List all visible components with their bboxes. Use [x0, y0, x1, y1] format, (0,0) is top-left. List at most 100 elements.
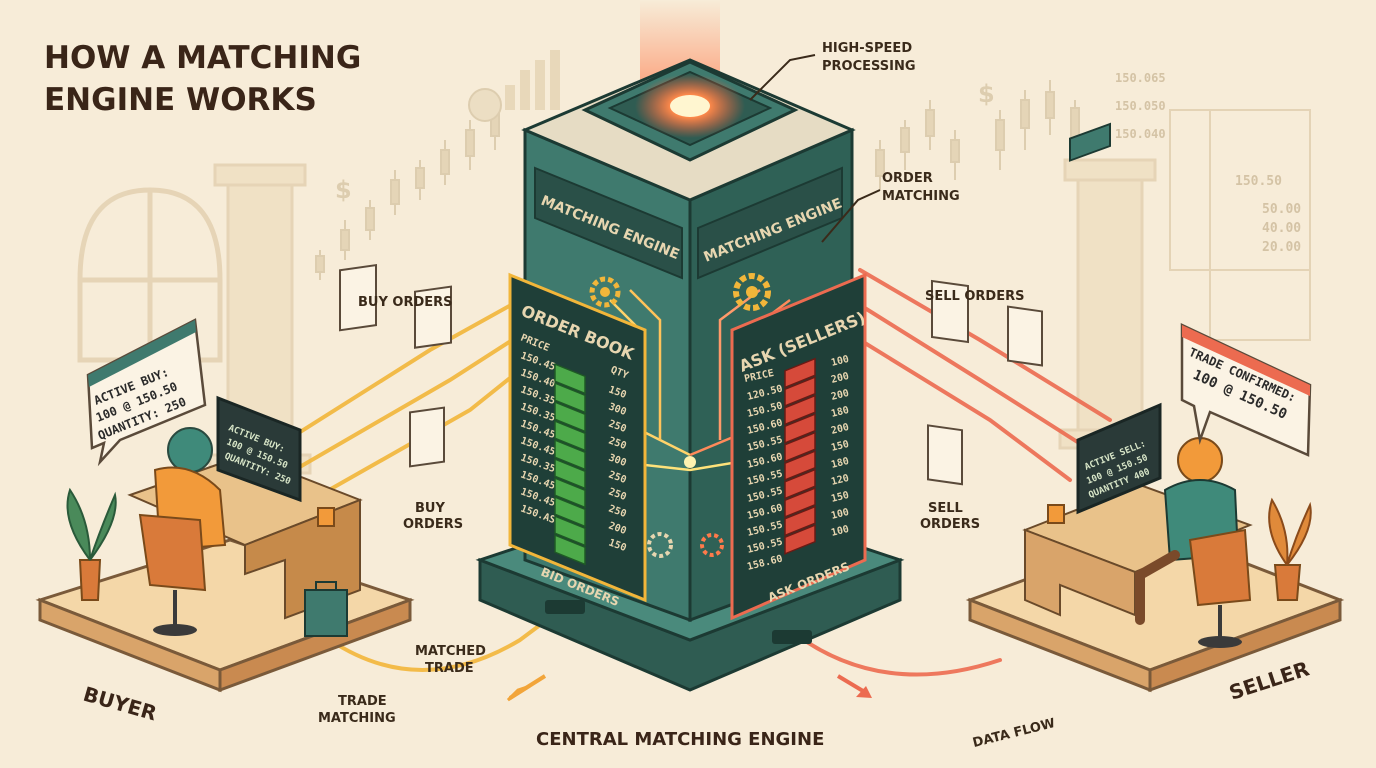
bid-volume-block	[554, 363, 586, 395]
sell-flow-lines	[788, 268, 1112, 677]
buyer-speech-bubble: ACTIVE BUY: 100 @ 150.50 QUANTITY: 250	[86, 318, 207, 467]
ask-qty: 200	[830, 422, 850, 437]
seller-small-plant	[1047, 504, 1065, 524]
buyer-chair	[138, 513, 207, 592]
svg-text:40.00: 40.00	[1262, 221, 1301, 236]
gear-icon	[647, 532, 673, 558]
bg-price-list: 150.065 150.050 150.040	[1115, 71, 1166, 141]
ask-qty: 180	[830, 456, 850, 471]
ask-panel: ASK (SELLERS) PRICE 120.50150.50150.6015…	[730, 272, 868, 621]
ask-volume-block	[784, 431, 816, 463]
base-vent-2	[772, 630, 812, 644]
ask-price-list: 120.50150.50150.60150.55150.60150.55150.…	[746, 383, 784, 572]
bg-candlestick-charts	[315, 80, 1080, 280]
ask-volume-block	[784, 487, 816, 518]
gear-icon	[700, 533, 724, 557]
gear-icon	[589, 276, 621, 308]
svg-text:50.00: 50.00	[1262, 202, 1301, 217]
trade-matching-label: TRADE	[338, 694, 387, 709]
bid-volume-block	[554, 477, 586, 509]
bid-volume-block	[554, 458, 586, 490]
bid-volume-block	[554, 534, 586, 566]
ask-qty: 200	[830, 371, 850, 386]
ask-qty: 150	[830, 490, 850, 505]
bid-volume-block	[554, 439, 586, 471]
data-flow-label: DATA FLOW	[971, 716, 1057, 751]
svg-text:HIGH-SPEED: HIGH-SPEED	[822, 41, 912, 56]
bid-volume-block	[554, 382, 586, 414]
order-doc-icon	[414, 285, 452, 349]
svg-text:ENGINE WORKS: ENGINE WORKS	[44, 82, 317, 118]
bid-volume-stack	[554, 363, 586, 566]
ask-volume-block	[784, 524, 816, 555]
ask-volume-block	[784, 505, 816, 537]
bid-volume-block	[554, 420, 586, 452]
ask-qty: 100	[830, 354, 850, 369]
ask-volume-block	[784, 468, 816, 500]
ask-qty: 100	[830, 524, 850, 539]
diagram-caption: CENTRAL MATCHING ENGINE	[536, 729, 824, 750]
ask-volume-block	[784, 450, 816, 481]
dollar-icon-right: $	[978, 80, 995, 108]
ask-qty: 150	[830, 439, 850, 454]
ask-volume-block	[784, 394, 816, 426]
ask-volume-block	[784, 413, 816, 444]
svg-text:20.00: 20.00	[1262, 240, 1301, 255]
left-arch-window	[77, 187, 223, 363]
high-speed-callout: HIGH-SPEED PROCESSING	[749, 41, 916, 101]
matched-trade-arrow-line	[508, 674, 547, 700]
right-column	[1058, 158, 1162, 450]
bg-right-table: 150.50 50.00 40.00 20.00	[1169, 109, 1311, 271]
order-doc-icon	[1007, 305, 1043, 367]
buyer-label: BUYER	[81, 682, 160, 726]
bid-volume-block	[554, 496, 586, 528]
data-flow-arrow-head	[856, 686, 872, 698]
bg-bar-chart	[505, 50, 560, 110]
svg-text:MATCHING: MATCHING	[882, 189, 960, 204]
order-doc-icon	[931, 279, 969, 344]
bid-volume-block	[554, 515, 586, 547]
ask-volume-stack	[784, 357, 816, 555]
ask-volume-block	[784, 357, 816, 389]
ask-volume-block	[784, 376, 816, 407]
base-vent	[545, 600, 585, 614]
buy-order-docs	[339, 264, 452, 468]
ask-qty: 180	[830, 405, 850, 420]
processor-core	[670, 95, 710, 117]
buyer-plant-pot	[78, 559, 102, 601]
seller-plant-pot	[1273, 564, 1302, 601]
svg-text:150.065: 150.065	[1115, 71, 1166, 85]
buy-orders-mid-label-2: ORDERS	[403, 517, 463, 532]
buy-orders-top-label: BUY ORDERS	[358, 295, 453, 310]
bg-right-window	[1209, 269, 1311, 341]
seller-book-icon	[1069, 122, 1111, 162]
bg-pie-chart-icon	[468, 88, 502, 122]
order-doc-icon	[927, 424, 963, 486]
svg-text:150.040: 150.040	[1115, 127, 1166, 141]
match-point	[684, 456, 696, 468]
svg-text:HOW A MATCHING: HOW A MATCHING	[44, 40, 361, 76]
bid-volume-block	[554, 401, 586, 433]
sell-order-docs	[927, 279, 1043, 486]
matched-trade-label: MATCHED	[415, 644, 486, 659]
seller-monitor	[1076, 402, 1162, 515]
ask-qty: 200	[830, 388, 850, 403]
briefcase-icon	[304, 589, 348, 637]
buyer-plant-icon	[66, 487, 117, 561]
gear-icon	[733, 273, 771, 311]
buyer-avatar	[167, 427, 213, 473]
seller-label: SELLER	[1226, 656, 1312, 704]
seller-avatar	[1177, 437, 1223, 483]
buy-flow-lines	[238, 298, 562, 672]
dollar-icon: $	[335, 176, 352, 204]
mug-icon	[317, 507, 335, 527]
sign-left-panel	[534, 166, 683, 280]
trade-matching-label-2: MATCHING	[318, 711, 396, 726]
seller-plant-icon	[1268, 497, 1312, 566]
buyer-monitor	[216, 395, 302, 503]
order-book-panel: ORDER BOOK PRICE QTY 150.45150.40150.351…	[508, 272, 647, 609]
order-doc-icon	[409, 406, 445, 468]
buy-orders-mid-label: BUY	[415, 501, 445, 516]
